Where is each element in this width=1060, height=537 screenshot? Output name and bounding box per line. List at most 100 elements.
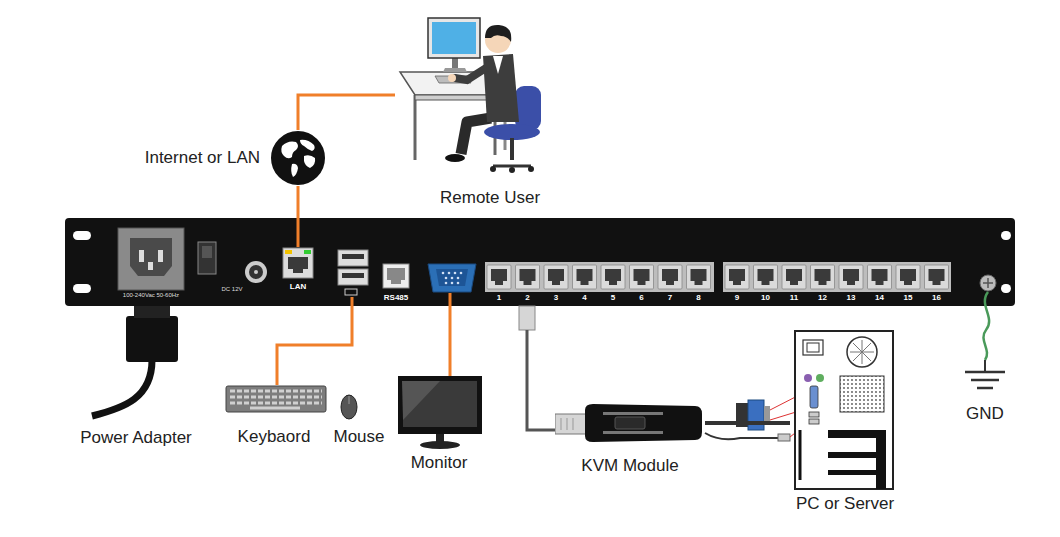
keyboard bbox=[226, 386, 326, 412]
kvm-cable bbox=[519, 306, 535, 330]
lan-port bbox=[288, 257, 308, 273]
mouse bbox=[341, 395, 357, 419]
pc-tower bbox=[828, 470, 876, 475]
power-cord bbox=[126, 316, 178, 362]
lan-port bbox=[304, 250, 311, 254]
power-cord bbox=[92, 360, 152, 416]
ground-wire bbox=[984, 360, 986, 372]
globe-icon bbox=[300, 140, 315, 151]
node-label: PC or Server bbox=[796, 494, 894, 514]
globe-icon bbox=[272, 132, 324, 184]
kvm-module-dongle bbox=[603, 431, 663, 434]
port-number: 7 bbox=[668, 293, 672, 302]
pc-tower bbox=[807, 343, 819, 352]
pc-tower bbox=[795, 331, 893, 489]
person bbox=[485, 25, 511, 42]
port-number: 9 bbox=[735, 293, 739, 302]
rj45-opening bbox=[729, 269, 745, 285]
rj45-opening bbox=[662, 269, 678, 285]
rj45-port bbox=[658, 265, 682, 289]
ground-wire bbox=[971, 379, 999, 382]
pc-tower bbox=[850, 340, 874, 364]
part-label: GND bbox=[966, 404, 1004, 424]
monitor bbox=[403, 381, 477, 427]
dc-jack bbox=[249, 265, 263, 279]
dc-jack bbox=[245, 261, 267, 283]
rj45-port bbox=[687, 265, 711, 289]
lan-port bbox=[283, 248, 313, 278]
rj45-port bbox=[839, 265, 863, 289]
port-number: 6 bbox=[639, 293, 643, 302]
rack-panel bbox=[73, 284, 91, 293]
port-number: 14 bbox=[875, 293, 884, 302]
pc-tower bbox=[790, 330, 900, 492]
pc-server-node: PC or Server bbox=[790, 330, 900, 520]
kvm-module-node: KVM Module bbox=[555, 400, 705, 482]
rj45-port bbox=[601, 265, 625, 289]
ground-wire bbox=[965, 292, 1005, 388]
person bbox=[493, 56, 503, 74]
monitor bbox=[398, 376, 482, 449]
remote-user-illustration bbox=[395, 0, 555, 185]
ground-screw bbox=[983, 278, 993, 288]
power-socket bbox=[130, 238, 172, 276]
usb-ports bbox=[338, 250, 368, 266]
orange-wires bbox=[449, 293, 452, 376]
connector-line bbox=[705, 421, 790, 425]
rj45-opening bbox=[786, 269, 802, 285]
rj45-port bbox=[925, 265, 949, 289]
ground-wire bbox=[965, 371, 1005, 374]
kvm-module-dongle bbox=[615, 417, 645, 429]
vga-plug bbox=[748, 400, 764, 430]
keyboard bbox=[230, 390, 322, 393]
vga-port bbox=[460, 272, 463, 275]
usb-ports bbox=[342, 273, 364, 278]
vga-port bbox=[448, 272, 451, 275]
port-number: 16 bbox=[932, 293, 941, 302]
usb-ports bbox=[338, 269, 368, 285]
part-label: Power Adapter bbox=[80, 428, 192, 448]
rj45-port bbox=[868, 265, 892, 289]
kvm-module-dongle bbox=[567, 418, 568, 430]
port-number: 10 bbox=[761, 293, 770, 302]
dc-jack bbox=[254, 270, 258, 274]
keyboard bbox=[226, 386, 326, 412]
monitor bbox=[402, 381, 440, 420]
office-chair bbox=[515, 86, 541, 130]
computer-monitor bbox=[432, 22, 476, 54]
vga-port bbox=[451, 282, 454, 285]
vga-port bbox=[436, 269, 468, 286]
rs485-port bbox=[383, 264, 409, 288]
vga-port bbox=[451, 277, 454, 280]
monitor bbox=[398, 376, 482, 434]
vga-port bbox=[457, 282, 460, 285]
computer-monitor bbox=[443, 68, 467, 72]
port-number: 1 bbox=[497, 293, 501, 302]
rj45-opening bbox=[872, 269, 888, 285]
person bbox=[445, 154, 465, 162]
office-chair bbox=[490, 166, 496, 172]
rj45-port bbox=[487, 265, 511, 289]
rating-text: 100-240Vac 50-60Hz bbox=[123, 292, 179, 299]
rack-panel bbox=[65, 218, 1015, 306]
power-socket bbox=[148, 262, 153, 270]
orange-wires bbox=[277, 293, 450, 385]
rack-panel bbox=[65, 218, 1015, 306]
kvm-module-dongle bbox=[555, 400, 705, 448]
rj45-opening bbox=[605, 269, 621, 285]
rj45-ports bbox=[485, 262, 714, 292]
globe-icon bbox=[270, 130, 326, 186]
rj45-port bbox=[573, 265, 597, 289]
vga-port bbox=[454, 272, 457, 275]
keyboard bbox=[230, 396, 322, 399]
power-socket bbox=[118, 228, 184, 290]
kvm-module-dongle bbox=[555, 414, 589, 434]
part-label: Keybaord bbox=[238, 427, 311, 447]
port-name: RS485 bbox=[384, 293, 408, 302]
pc-tower bbox=[809, 419, 819, 424]
pc-tower bbox=[795, 331, 893, 489]
kvm-module-dongle bbox=[561, 418, 562, 430]
globe-icon bbox=[272, 132, 324, 184]
rs485-port bbox=[383, 264, 409, 288]
monitor bbox=[420, 441, 460, 449]
